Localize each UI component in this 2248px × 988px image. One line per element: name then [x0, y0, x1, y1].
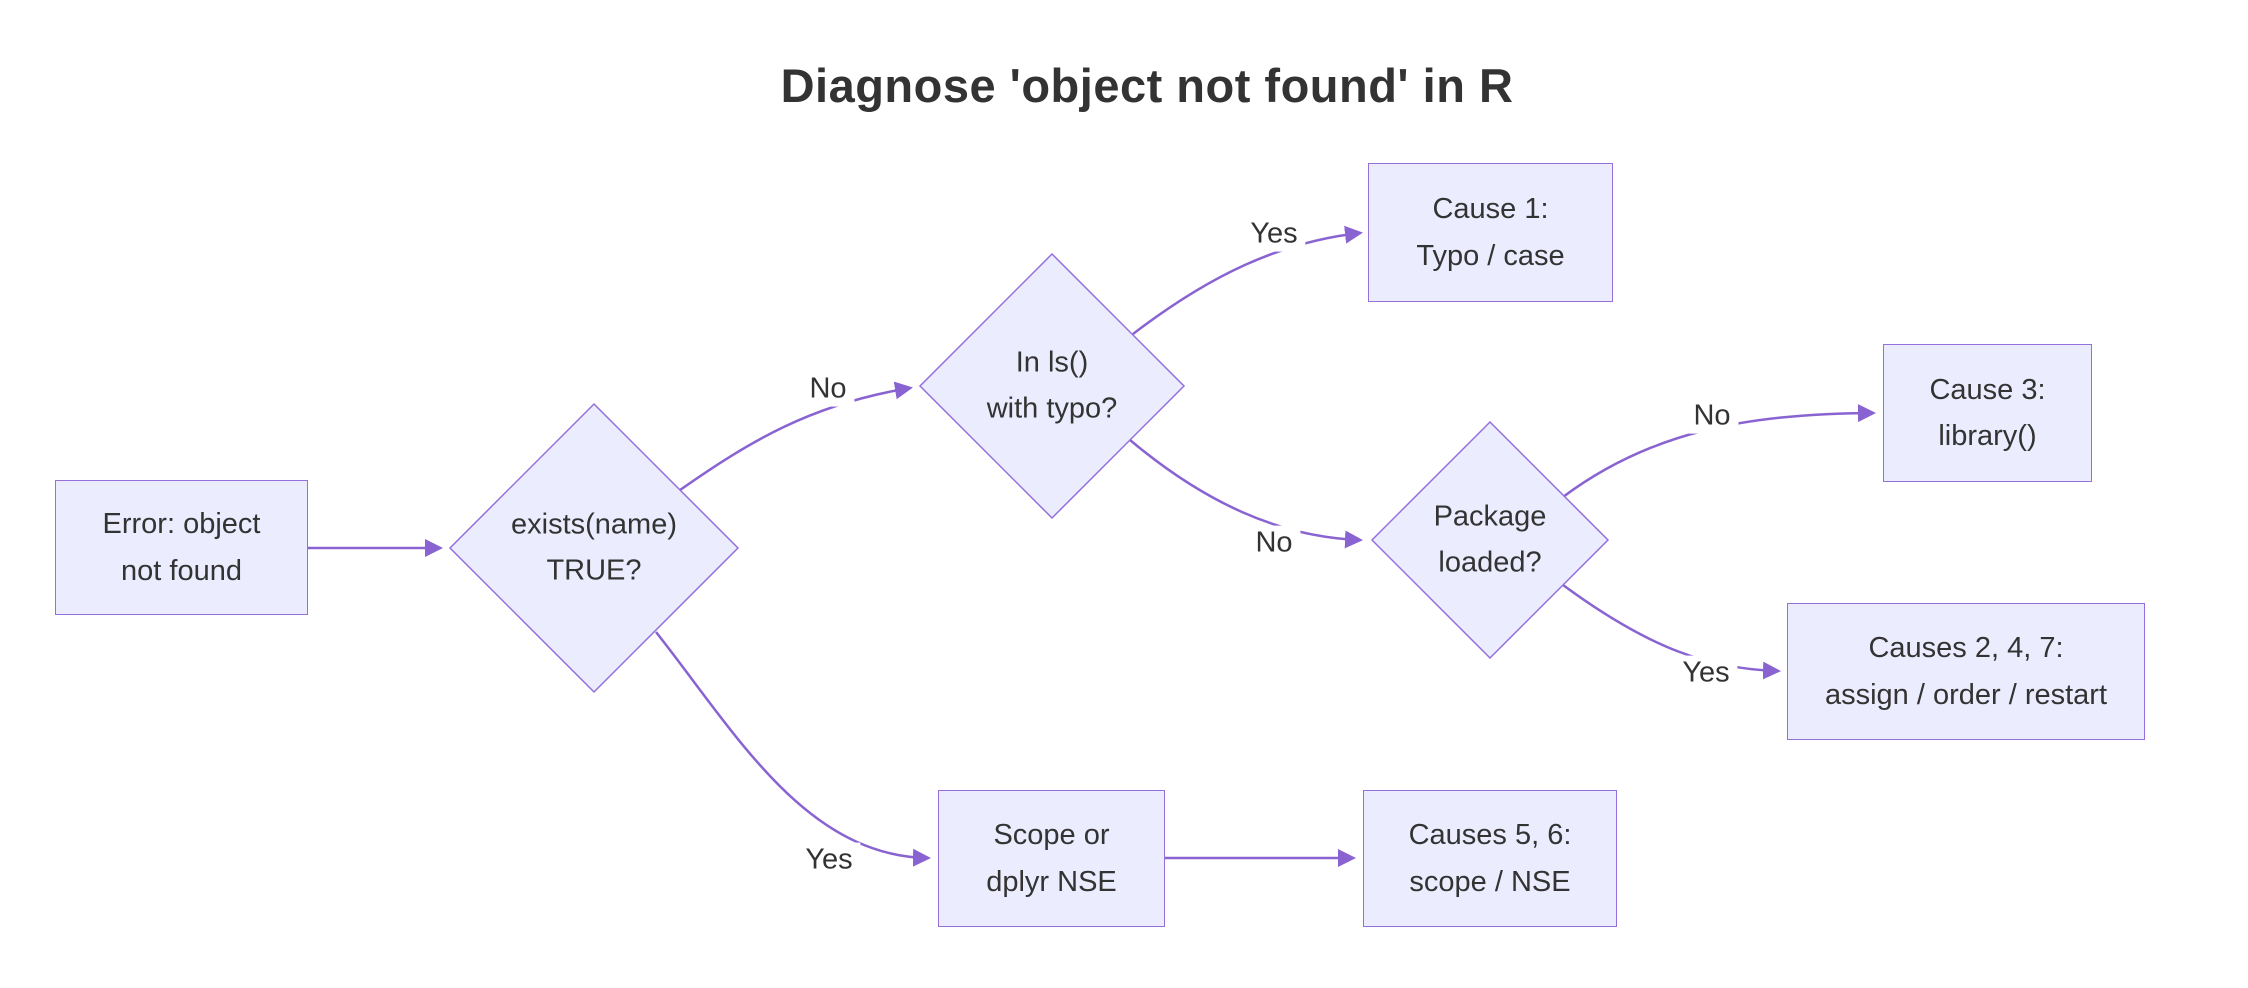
node-scope-or-dplyr-nse: Scope or dplyr NSE [938, 790, 1165, 927]
edge-label-exists-yes: Yes [797, 842, 861, 878]
node-exists-name-true-label: exists(name) TRUE? [511, 508, 677, 587]
node-causes56-scope-nse: Causes 5, 6: scope / NSE [1363, 790, 1617, 927]
edge-exists-to-inls [679, 381, 913, 492]
diagram-title: Diagnose 'object not found' in R [780, 59, 1514, 112]
edge-label-package-no: No [1685, 398, 1739, 434]
edge-package-to-causes247 [1562, 583, 1781, 680]
node-error-object-not-found: Error: object not found [55, 480, 308, 615]
edge-inls-to-cause1 [1132, 225, 1363, 335]
edge-label-inls-no: No [1247, 525, 1301, 561]
node-in-ls-with-typo-label: In ls() with typo? [986, 346, 1118, 425]
edge-exists-to-scope [655, 631, 931, 867]
diamond-exists-shape [448, 402, 740, 694]
node-causes247-assign-order-restart: Causes 2, 4, 7: assign / order / restart [1787, 603, 2145, 740]
diamond-package-shape [1370, 420, 1610, 660]
node-cause3-library: Cause 3: library() [1883, 344, 2092, 482]
edge-inls-to-package [1129, 439, 1363, 549]
node-cause1-typo-case: Cause 1: Typo / case [1368, 163, 1613, 302]
node-package-loaded-label: Package loaded? [1433, 500, 1547, 579]
edge-label-exists-no: No [801, 371, 855, 407]
diamond-inls-shape [918, 252, 1186, 520]
edge-label-package-yes: Yes [1674, 655, 1738, 691]
edge-label-inls-yes: Yes [1242, 216, 1306, 252]
